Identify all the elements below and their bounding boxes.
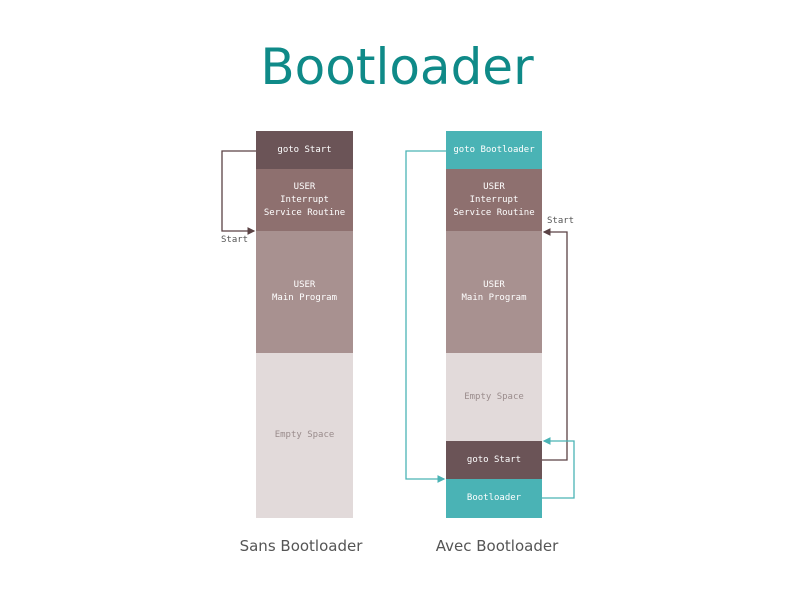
- arrow-goto-bootloader-to-bootloader: [405, 150, 446, 483]
- arrow-goto-start-to-main: [221, 150, 256, 235]
- block-empty-space: Empty Space: [446, 353, 542, 441]
- block-bootloader: Bootloader: [446, 479, 542, 518]
- block-goto-start: goto Start: [256, 131, 353, 169]
- block-goto-bootloader: goto Bootloader: [446, 131, 542, 169]
- arrow-bootloader-to-goto-start: [542, 437, 575, 499]
- block-user-main: USER Main Program: [256, 231, 353, 353]
- block-goto-start: goto Start: [446, 441, 542, 479]
- block-user-isr: USER Interrupt Service Routine: [256, 169, 353, 231]
- caption-avec-bootloader: Avec Bootloader: [435, 537, 559, 555]
- arrow-goto-start-to-main: [542, 228, 568, 461]
- page-title: Bootloader: [260, 38, 534, 96]
- block-empty-space: Empty Space: [256, 353, 353, 518]
- start-label: Start: [221, 235, 249, 245]
- block-user-isr: USER Interrupt Service Routine: [446, 169, 542, 231]
- caption-sans-bootloader: Sans Bootloader: [239, 537, 363, 555]
- block-user-main: USER Main Program: [446, 231, 542, 353]
- start-label: Start: [547, 216, 575, 226]
